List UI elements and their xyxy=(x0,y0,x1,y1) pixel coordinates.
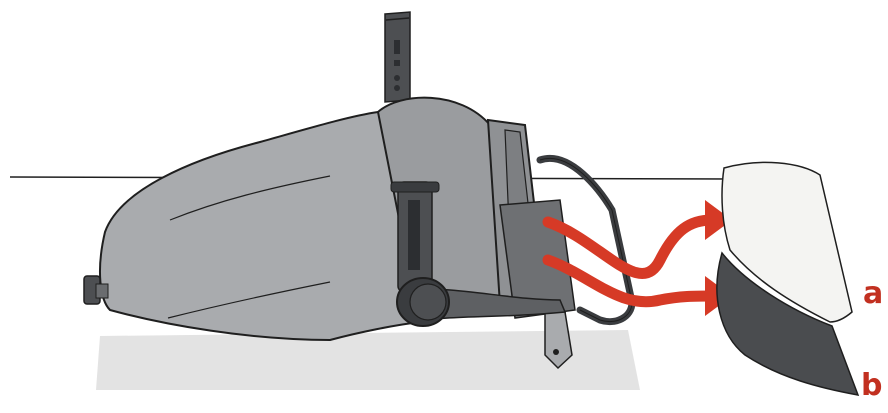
label-lens-b: b xyxy=(861,371,882,401)
label-lens-a: a xyxy=(863,279,883,309)
helmet-shell xyxy=(100,112,420,340)
strap-riser xyxy=(385,12,410,102)
arrow-to-lens-a xyxy=(548,200,732,273)
hanging-tab xyxy=(545,310,572,368)
